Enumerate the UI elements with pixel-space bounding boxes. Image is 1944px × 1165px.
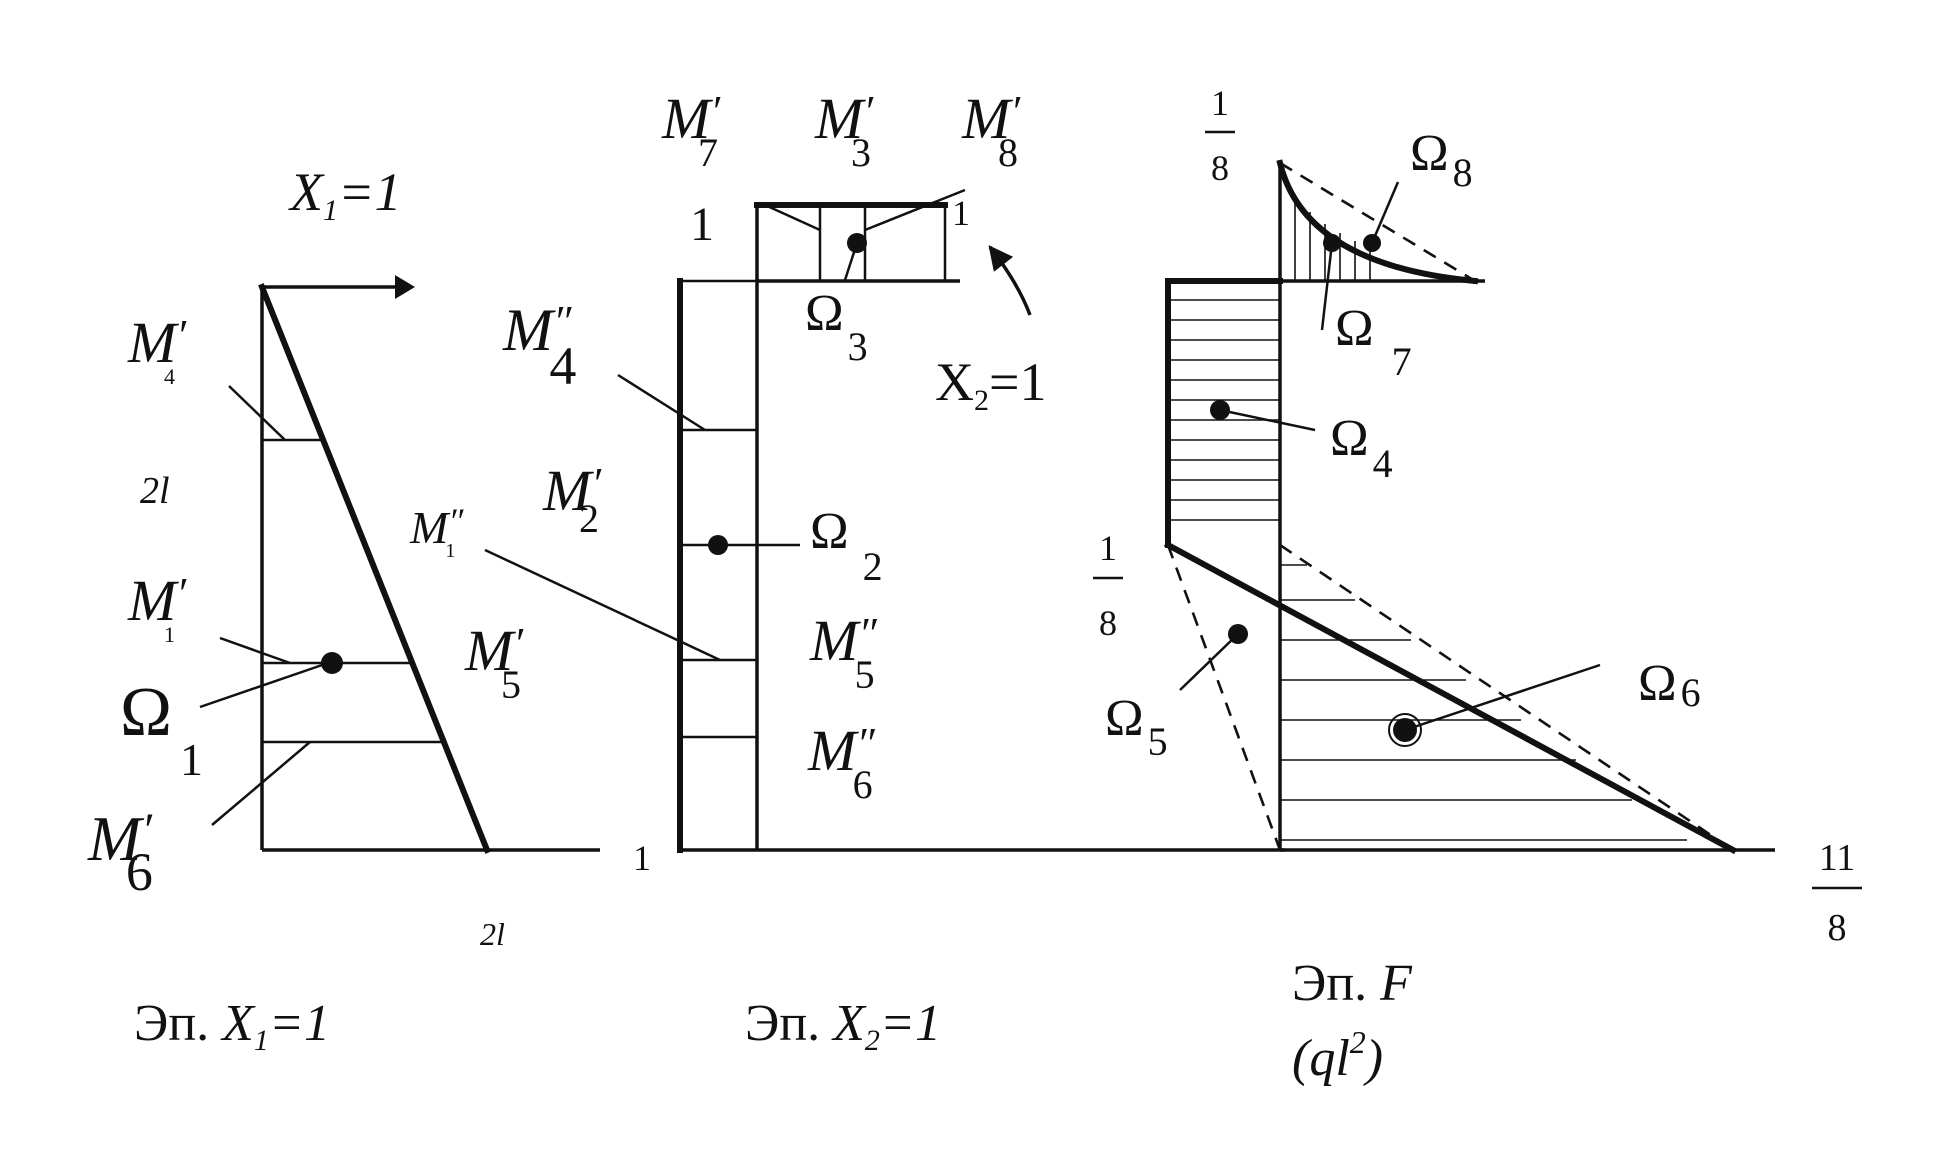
svg-text:8: 8 (1099, 603, 1117, 643)
d2-leader-m8 (864, 188, 966, 232)
d1-label-m6: M′6 (87, 803, 153, 902)
d2-label-m4-dbl: M″4 (502, 297, 576, 396)
d2-label-omega2: Ω2 (810, 503, 883, 589)
diagram-x1: X1=1 2l 2l M′4 M′1 M′5 M′6 Ω1 Эп. X1=1 (87, 162, 600, 1057)
d3-leader-omega5 (1179, 633, 1239, 691)
d3-rect-moment-edge (1165, 278, 1283, 548)
d3-leader-omega8 (1370, 181, 1400, 244)
d2-leader-m1 (484, 548, 721, 662)
d1-label-m5: M′5 (464, 618, 524, 707)
d3-hatch-omega4 (1168, 299, 1280, 521)
d1-moment-line (258, 283, 491, 854)
d2-label-m3: M′3 (814, 86, 874, 175)
d1-base-dim: 2l (480, 916, 505, 952)
d2-moment-arrow (988, 245, 1032, 316)
d1-label-m4: M′4 (127, 310, 187, 389)
svg-text:1: 1 (1211, 83, 1229, 123)
d2-label-m8: M′8 (961, 86, 1021, 175)
d3-leader-omega6 (1404, 663, 1601, 732)
d3-fraction-top: 1 8 (1205, 83, 1235, 188)
d1-load-label: X1=1 (288, 162, 401, 227)
d1-leader-m6 (211, 741, 311, 826)
d1-label-m1: M′1 (127, 568, 187, 647)
d2-label-m1-dbl: M″1 (409, 501, 464, 562)
d2-value-top-right: 1 (952, 193, 970, 233)
diagram-x2: 1 1 1 X2=1 M′7 M′3 M′8 M″4 M′2 M″1 M″5 M… (409, 86, 1285, 1057)
svg-text:11: 11 (1819, 837, 1856, 879)
svg-text:8: 8 (1828, 907, 1847, 949)
d1-leader-m4 (228, 385, 286, 441)
d2-title: Эп. X2=1 (745, 995, 941, 1057)
d3-parabola (1276, 159, 1479, 285)
d3-leader-omega7 (1320, 242, 1334, 331)
d1-title: Эп. X1=1 (134, 995, 330, 1057)
d1-label-omega1: Ω1 (120, 674, 203, 785)
d3-fraction-mid: 1 8 (1093, 528, 1123, 643)
d3-units: (ql2) (1292, 1024, 1383, 1087)
d1-height-dim: 2l (140, 470, 170, 512)
d2-leader-m4 (617, 373, 706, 432)
d2-label-m7: M′7 (661, 86, 721, 175)
d3-dashed-omega6 (1279, 543, 1734, 852)
d1-leader-omega1 (199, 661, 329, 709)
d2-label-m5-dbl: M″5 (809, 608, 877, 697)
d2-centroid-omega2 (708, 535, 728, 555)
d3-leader-omega4 (1219, 408, 1316, 432)
d2-leader-m7 (764, 203, 821, 232)
d1-leader-m1 (219, 636, 291, 665)
d2-value-bottom: 1 (633, 838, 651, 878)
d2-label-m2: M′2 (542, 458, 602, 541)
d3-dashed-omega8 (1279, 161, 1476, 283)
svg-text:1: 1 (1099, 528, 1117, 568)
d3-dashed-omega5 (1166, 544, 1282, 851)
d1-centroid-omega1 (321, 652, 343, 674)
d2-value-top-left: 1 (690, 198, 714, 251)
d3-fraction-bottom: 11 8 (1812, 837, 1862, 949)
d2-label-m6-dbl: M″6 (807, 718, 875, 807)
d3-label-omega7: Ω7 (1335, 300, 1412, 384)
d2-leader-omega3 (843, 242, 859, 281)
d2-moment-label: X2=1 (935, 352, 1046, 417)
svg-text:8: 8 (1211, 148, 1229, 188)
d3-title: Эп. F (1292, 955, 1413, 1012)
d3-hatch-omega6 (1280, 564, 1687, 841)
d3-centroid-omega6-ring (1388, 713, 1422, 747)
d3-sloped-moment-line (1163, 540, 1738, 855)
d1-load-arrow-head (395, 275, 415, 299)
d2-label-omega3: Ω3 (805, 285, 868, 369)
